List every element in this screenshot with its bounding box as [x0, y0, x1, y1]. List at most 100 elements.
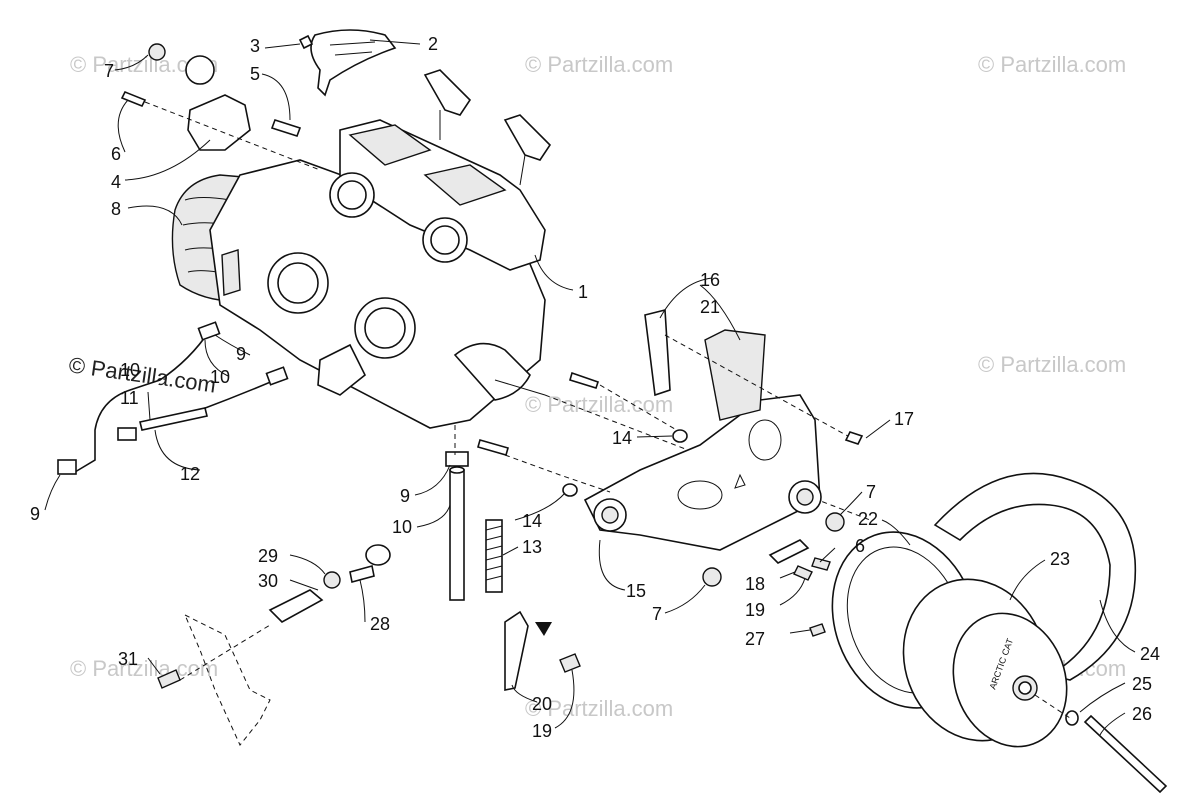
callout-1: 1: [578, 282, 588, 302]
plug-fitting-left: [423, 69, 472, 116]
hose-clamp: [117, 427, 137, 441]
watermark: © Partzilla.com: [525, 52, 673, 77]
callout-8: 8: [111, 199, 121, 219]
callout-7: 7: [104, 61, 114, 81]
callout-16: 16: [700, 270, 720, 290]
bolt: [477, 439, 509, 456]
callout-14: 14: [612, 428, 632, 448]
plug-fitting-right: [503, 114, 552, 161]
bolt-19: [559, 653, 581, 673]
mount-bracket-21: [704, 329, 766, 421]
callout-19: 19: [532, 721, 552, 741]
misc-hardware: [157, 519, 503, 746]
callout-29: 29: [258, 546, 278, 566]
clutch-assembly: ARCTIC CAT: [831, 472, 1168, 794]
engine-assembly: [171, 69, 871, 521]
hose-clamp: [445, 451, 469, 467]
callout-25: 25: [1132, 674, 1152, 694]
watermark: © Partzilla.com: [978, 352, 1126, 377]
hose-clamp: [57, 459, 77, 475]
tach-bracket: [187, 94, 251, 151]
leader-lines: [44, 39, 1136, 736]
nut-7: [825, 512, 845, 532]
callout-18: 18: [745, 574, 765, 594]
hose-10-vertical: [449, 469, 465, 601]
starter-handle: [221, 249, 241, 296]
callout-23: 23: [1050, 549, 1070, 569]
fuel-hose: [74, 329, 211, 473]
callout-11: 11: [120, 388, 139, 408]
callout-15: 15: [626, 581, 646, 601]
callout-4: 4: [111, 172, 121, 192]
bolt-6: [811, 557, 831, 571]
hose-clamp: [265, 366, 289, 386]
bolt-26: [1083, 714, 1168, 794]
callout-10: 10: [120, 360, 140, 380]
watermark: © Partzilla.com: [525, 696, 673, 721]
washer-25: [1065, 710, 1079, 726]
grommet: [298, 34, 314, 50]
bumper: [365, 544, 391, 566]
callout-22: 22: [858, 509, 878, 529]
bolt-6: [120, 90, 147, 108]
bolt-31: [157, 669, 181, 689]
spacer-30: [268, 589, 324, 623]
callout-24: 24: [1140, 644, 1160, 664]
fitting-11: [139, 407, 208, 431]
plate-18: [768, 539, 810, 564]
mount-bar-16: [644, 308, 671, 397]
screw-5: [270, 119, 302, 137]
nut-29: [323, 571, 341, 589]
watermark: © Partzilla.com: [978, 52, 1126, 77]
bolt-19: [793, 565, 813, 581]
callout-10: 10: [210, 367, 230, 387]
washer-14: [672, 429, 688, 443]
callout-2: 2: [428, 34, 438, 54]
callout-17: 17: [894, 409, 914, 429]
callout-21: 21: [700, 297, 720, 317]
callout-28: 28: [370, 614, 390, 634]
callout-30: 30: [258, 571, 278, 591]
washer-14: [562, 483, 578, 497]
gear-part: [185, 55, 215, 85]
bolt-27: [809, 623, 826, 637]
callout-3: 3: [250, 36, 260, 56]
callout-9: 9: [30, 504, 40, 524]
callout-9: 9: [236, 344, 246, 364]
watermark: © Partzilla.com: [70, 656, 218, 681]
callout-20: 20: [532, 694, 552, 714]
arrow-icon: [535, 622, 552, 636]
bracket-20: [504, 610, 529, 691]
callout-13: 13: [522, 537, 542, 557]
tach-bracket-parts: [120, 29, 397, 171]
clutch-cover: [952, 612, 1068, 748]
callout-12: 12: [180, 464, 200, 484]
callout-6: 6: [111, 144, 121, 164]
callout-7: 7: [866, 482, 876, 502]
head-cover-right: [423, 164, 507, 206]
callout-26: 26: [1132, 704, 1152, 724]
crank-flange: [453, 342, 531, 401]
mount-plate: [583, 394, 821, 551]
callout-10: 10: [392, 517, 412, 537]
bracket-outline: [184, 613, 271, 746]
rivet-17: [844, 431, 864, 445]
spring: [485, 519, 503, 593]
head-cover-left: [348, 124, 432, 166]
callout-6: 6: [855, 536, 865, 556]
callout-27: 27: [745, 629, 765, 649]
callout-5: 5: [250, 64, 260, 84]
bolt: [569, 371, 600, 389]
callout-7: 7: [652, 604, 662, 624]
callout-14: 14: [522, 511, 542, 531]
bolt-28: [349, 565, 375, 583]
hose-assembly: [57, 321, 469, 601]
callouts: 7 3 2 5 6 4 8 1 9 10 10 11 12 9 9 10 13 …: [30, 34, 1160, 741]
engine-mount: [477, 308, 864, 691]
tachometer: [310, 29, 397, 97]
nut-top: [148, 43, 166, 61]
callout-9: 9: [400, 486, 410, 506]
nut-7: [702, 567, 722, 587]
watermark: © Partzilla.com: [525, 392, 673, 417]
